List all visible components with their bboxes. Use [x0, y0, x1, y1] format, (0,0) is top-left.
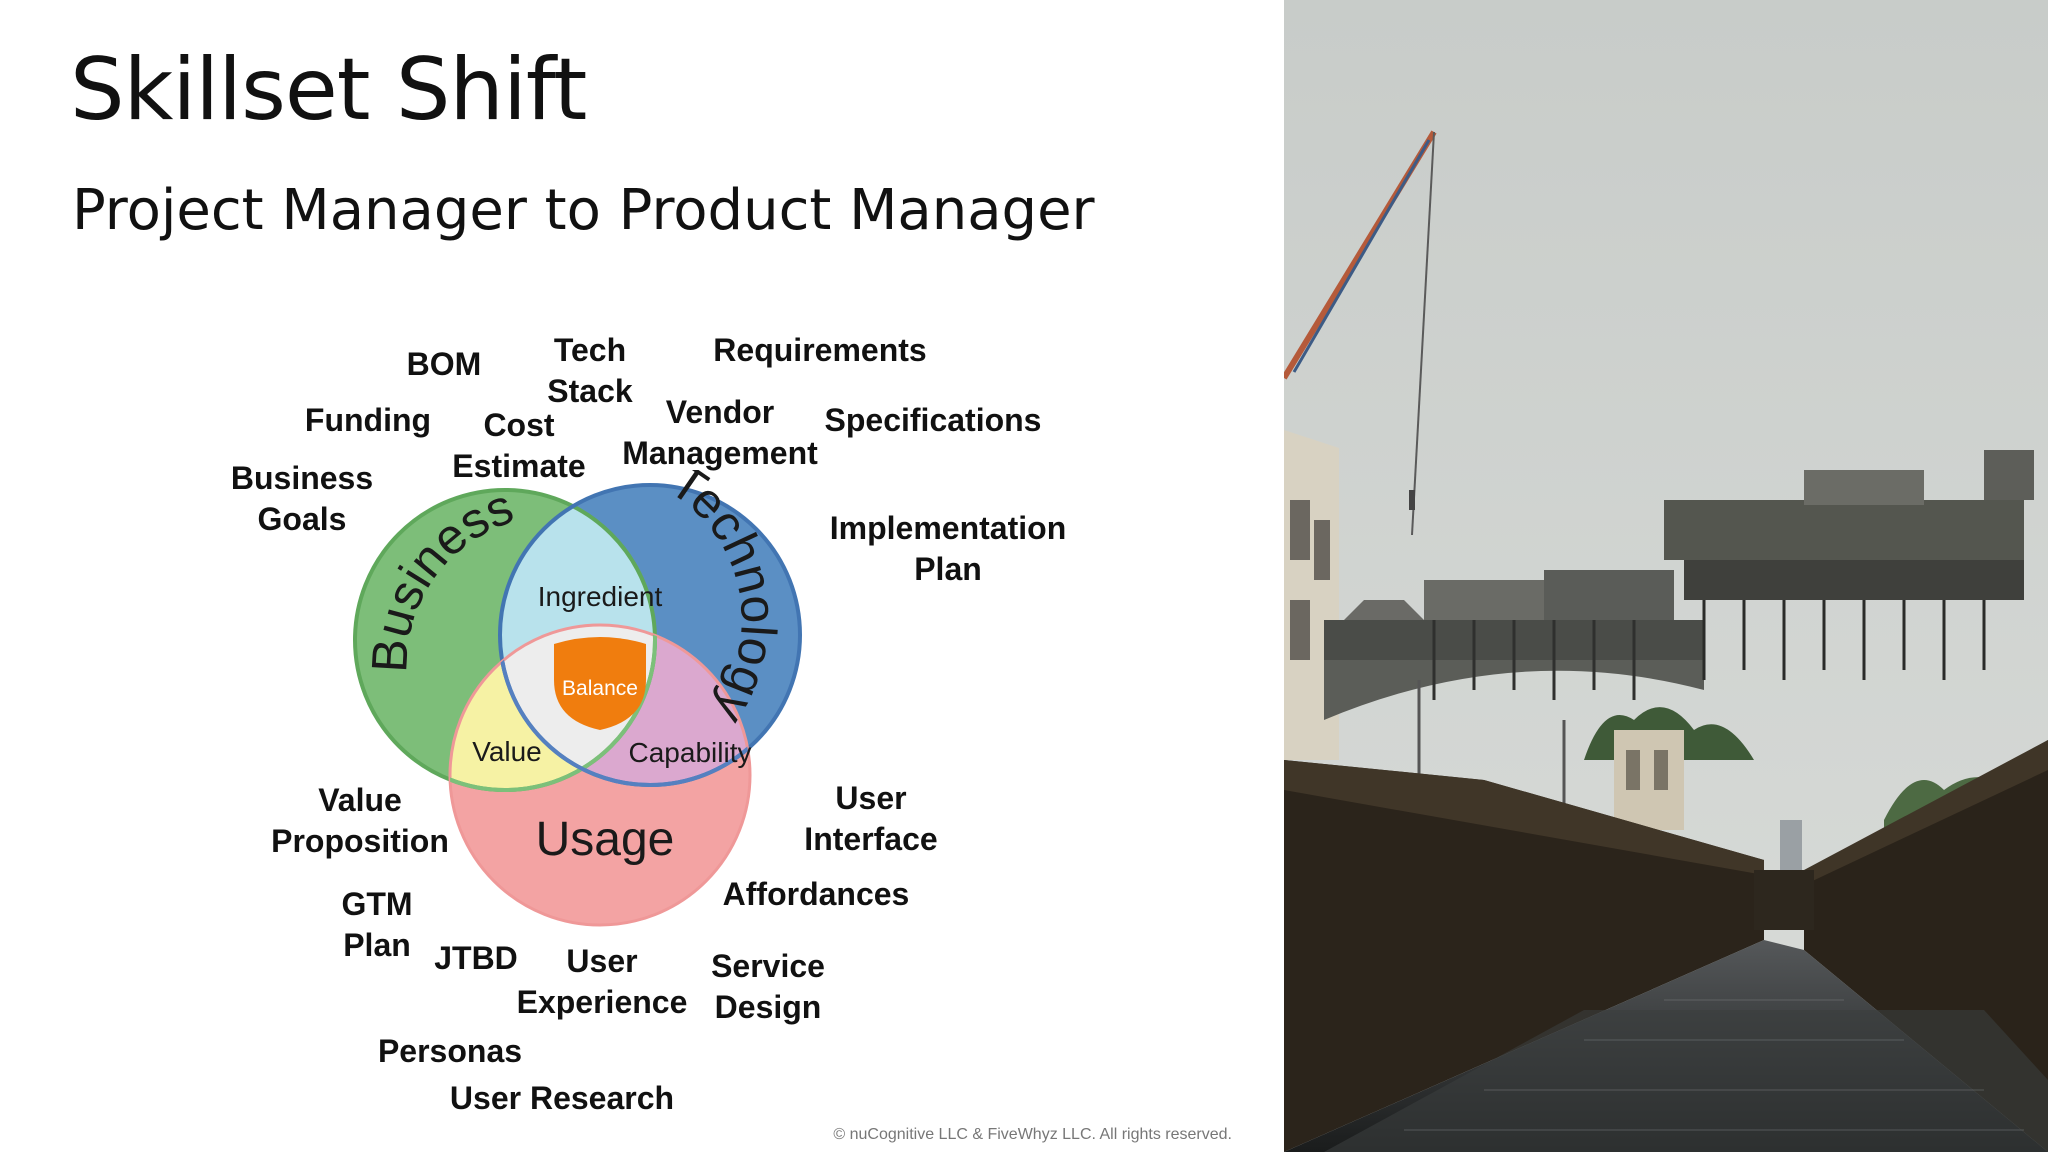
balance-label: Balance [562, 677, 638, 700]
keyword-user-research: User Research [449, 1080, 675, 1116]
ingredient-label: Ingredient [538, 581, 663, 612]
capability-label: Capability [629, 737, 752, 768]
usage-label: Usage [536, 813, 675, 866]
slide-title: Skillset Shift [70, 40, 587, 140]
keyword-specifications: Specifications [824, 402, 1042, 438]
slide-subtitle: Project Manager to Product Manager [72, 178, 1095, 243]
bridge-construction-photo [1284, 0, 2048, 1152]
balance-shield-icon [554, 637, 646, 730]
slide: Skillset Shift Project Manager to Produc… [70, 40, 1232, 1143]
copyright-notice: © nuCognitive LLC & FiveWhyz LLC. All ri… [833, 1126, 1232, 1143]
value-label: Value [472, 736, 542, 767]
keyword-jtbd: JTBD [434, 940, 518, 976]
keyword-affordances: Affordances [722, 876, 910, 912]
keyword-personas: Personas [377, 1033, 523, 1069]
keyword-funding: Funding [304, 402, 432, 438]
keyword-requirements: Requirements [713, 332, 927, 368]
venn-diagram: Business Technology Usage Ingredient Val… [353, 470, 802, 927]
keyword-bom: BOM [406, 346, 482, 382]
